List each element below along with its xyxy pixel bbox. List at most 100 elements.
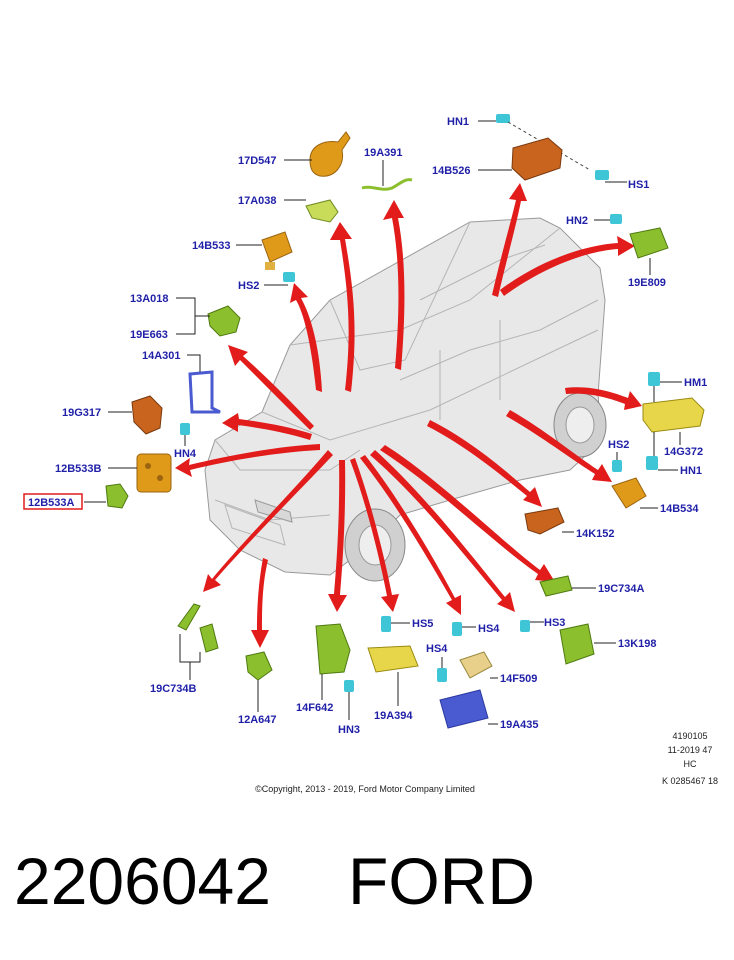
label-hn4: HN4 — [174, 448, 197, 460]
label-19e663: 19E663 — [130, 329, 168, 341]
19g317-part — [131, 395, 163, 435]
arrow-to-14f642 — [328, 460, 347, 612]
label-hs3: HS3 — [544, 617, 565, 629]
label-hs5: HS5 — [412, 618, 433, 630]
12a647-part — [245, 651, 273, 681]
17d547-part — [309, 131, 351, 177]
14a301-part — [188, 370, 221, 414]
arrow-to-14b534 — [506, 410, 612, 482]
arrow-to-12a647 — [251, 558, 269, 648]
14b534-part — [611, 477, 647, 509]
label-19a391: 19A391 — [364, 147, 403, 159]
label-hs2-left: HS2 — [238, 280, 259, 292]
label-14b526: 14B526 — [432, 165, 471, 177]
17a038-part — [305, 199, 339, 223]
label-17a038: 17A038 — [238, 195, 277, 207]
14b526-part — [511, 137, 563, 181]
arrow-to-19a394 — [350, 458, 399, 612]
arrow-to-19g317 — [222, 413, 312, 440]
label-14f642: 14F642 — [296, 702, 333, 714]
hm1-part — [648, 372, 660, 386]
ref-number-1: 4190105 — [672, 731, 707, 741]
label-14b533: 14B533 — [192, 240, 231, 252]
callout-arrows — [175, 183, 642, 648]
label-19c734a: 19C734A — [598, 583, 645, 595]
label-hn1-right: HN1 — [680, 465, 702, 477]
label-14k152: 14K152 — [576, 528, 615, 540]
14k152-part — [524, 507, 565, 535]
copyright-text: ©Copyright, 2013 - 2019, Ford Motor Comp… — [255, 784, 475, 794]
arrow-to-12b533b — [175, 444, 320, 477]
19a391-part — [361, 178, 413, 191]
label-12b533b: 12B533B — [55, 463, 102, 475]
14f642-part — [315, 623, 351, 675]
component-thumbnails — [84, 114, 705, 729]
hn4-part — [180, 423, 190, 435]
label-hn3: HN3 — [338, 724, 360, 736]
label-17d547: 17D547 — [238, 155, 277, 167]
19a394-part — [367, 645, 419, 673]
19a435-part — [439, 689, 489, 729]
arrow-to-17a038 — [330, 222, 355, 392]
19c734b-part — [177, 603, 201, 631]
brand-name: FORD — [348, 844, 535, 918]
13k198-part — [559, 623, 595, 665]
part-labels: HN1 HS1 17D547 19A391 14B526 17A038 HN2 … — [23, 116, 707, 736]
hn1-top-part — [496, 114, 510, 123]
hs2-left-part — [283, 272, 295, 282]
label-19g317: 19G317 — [62, 407, 101, 419]
label-hs1: HS1 — [628, 179, 649, 191]
label-hs4-b: HS4 — [426, 643, 448, 655]
arrow-to-hs3 — [370, 450, 515, 612]
label-12a647: 12A647 — [238, 714, 277, 726]
hs4-b-part — [437, 668, 447, 682]
label-14b534: 14B534 — [660, 503, 699, 515]
14f509-part — [459, 651, 493, 679]
label-19c734b: 19C734B — [150, 683, 197, 695]
arrow-to-19a391 — [383, 200, 405, 370]
label-13k198: 13K198 — [618, 638, 657, 650]
label-19a394: 19A394 — [374, 710, 413, 722]
vehicle-illustration — [204, 217, 607, 582]
hn2-part — [610, 214, 622, 224]
arrow-to-14b533 — [290, 283, 322, 392]
hs1-part — [595, 170, 609, 180]
14g372-part — [642, 397, 705, 433]
label-hs2-right: HS2 — [608, 439, 629, 451]
part-number: 2206042 — [14, 844, 271, 918]
arrow-to-14b526 — [492, 183, 527, 297]
hs3-part — [520, 620, 530, 632]
arrow-to-14f509 — [360, 455, 461, 615]
19e809-part — [629, 227, 669, 259]
arrow-to-19c734a — [380, 445, 555, 582]
ref-number-2: 11-2019 47 — [668, 745, 713, 755]
diagram-metadata: 4190105 11-2019 47 HC K 0285467 18 ©Copy… — [255, 731, 718, 794]
hn1-right-part — [646, 456, 658, 470]
19c734a-part — [539, 575, 573, 597]
label-hs4-a: HS4 — [478, 623, 500, 635]
14b533-part — [261, 231, 293, 263]
label-hn2: HN2 — [566, 215, 588, 227]
label-12b533a: 12B533A — [28, 497, 75, 509]
arrow-to-19c734b — [203, 450, 333, 592]
arrow-to-13a018 — [228, 345, 314, 430]
hs4-a-part — [452, 622, 462, 636]
label-14g372: 14G372 — [664, 446, 703, 458]
label-14f509: 14F509 — [500, 673, 537, 685]
label-hm1: HM1 — [684, 377, 707, 389]
12b533a-part — [105, 483, 129, 509]
label-19e809: 19E809 — [628, 277, 666, 289]
label-14a301: 14A301 — [142, 350, 181, 362]
arrow-to-14k152 — [427, 420, 542, 507]
highlight-box-12b533a — [23, 493, 83, 510]
label-13a018: 13A018 — [130, 293, 169, 305]
13a018-part — [207, 305, 241, 337]
12b533b-part — [136, 453, 172, 493]
ref-number-4: K 0285467 18 — [662, 776, 718, 786]
hs5-part — [381, 616, 391, 632]
hs2-right-part — [612, 460, 622, 472]
arrow-to-19e809 — [500, 236, 635, 296]
hn3-part — [344, 680, 354, 692]
ref-number-3: HC — [684, 759, 697, 769]
